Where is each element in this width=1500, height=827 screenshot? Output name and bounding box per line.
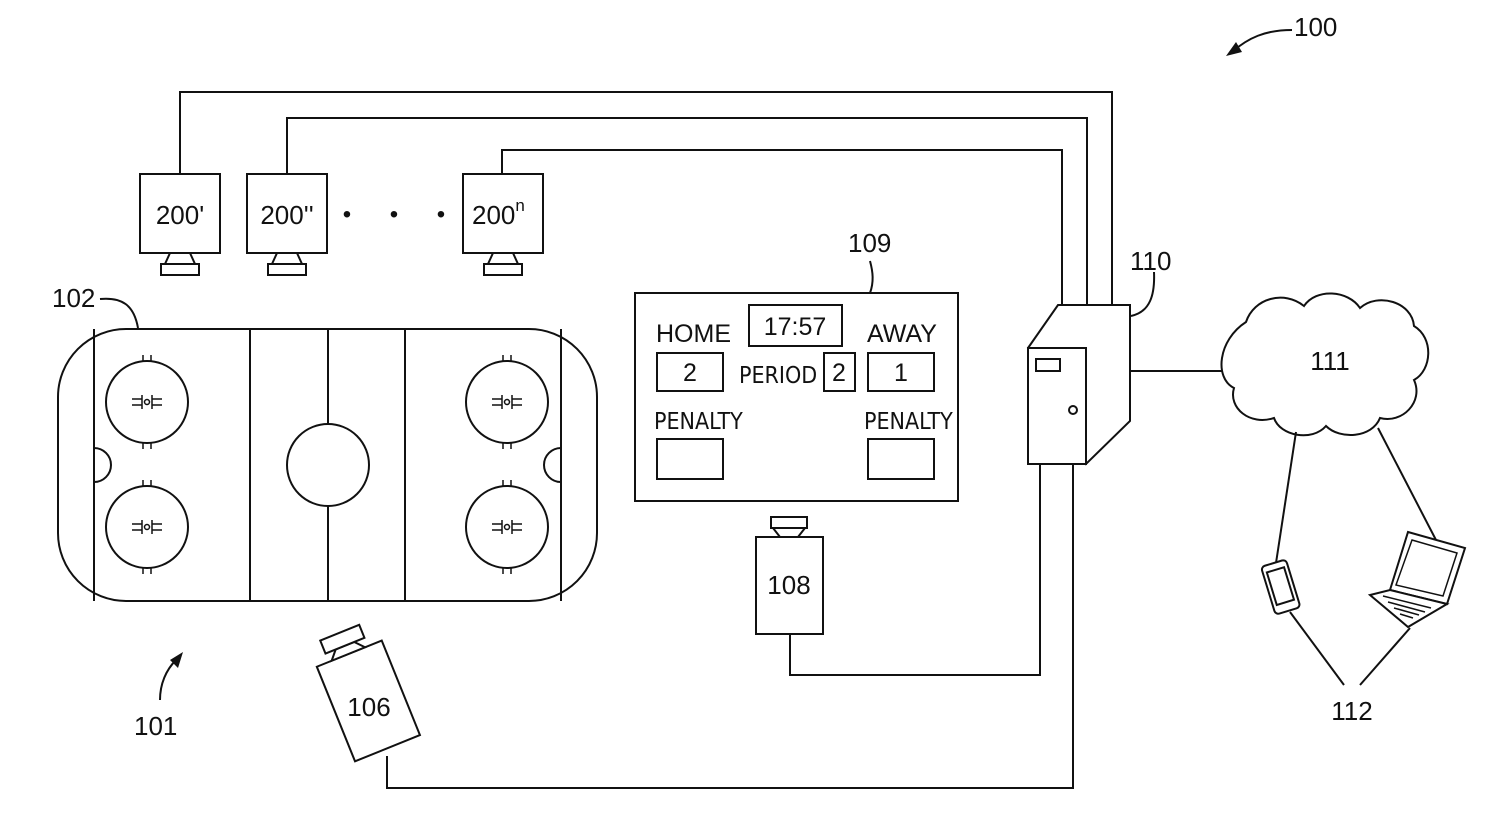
system-leader-line (1232, 30, 1292, 52)
ellipsis-dot-3: • (437, 201, 445, 228)
game-clock: 17:57 (764, 313, 827, 341)
home-score: 2 (683, 359, 697, 387)
venue-leader-line (160, 660, 176, 700)
home-penalty-label: PENALTY (654, 409, 743, 435)
network-label: 111 (1310, 346, 1350, 376)
sensor-n-neck (488, 253, 518, 264)
user-devices-reference: 112 (1290, 612, 1410, 726)
wire-network-laptop (1378, 428, 1436, 540)
center-faceoff-circle (287, 424, 369, 506)
scoreboard-reference: 109 (848, 228, 891, 293)
ellipsis-dot-2: • (390, 201, 398, 228)
server-power-button (1069, 406, 1077, 414)
ellipsis-dot-1: • (343, 201, 351, 228)
rink-leader-line (100, 299, 138, 328)
away-score: 1 (894, 359, 908, 387)
scoreboard-camera-label: 108 (767, 570, 810, 600)
sensor-2-lens (268, 264, 306, 275)
home-label: HOME (656, 320, 731, 348)
scoreboard-camera: 108 (756, 517, 823, 634)
sensor-n: 200n (463, 174, 543, 275)
sensor-1-label: 200' (156, 200, 204, 230)
sensor-2-label: 200'' (260, 200, 313, 230)
sensor-n-lens (484, 264, 522, 275)
server-label: 110 (1130, 246, 1171, 276)
scoreboard-camera-neck (773, 528, 805, 537)
away-penalty-box (868, 439, 934, 479)
away-label: AWAY (867, 320, 937, 348)
venue-label: 101 (134, 711, 177, 741)
faceoff-ring (466, 361, 548, 443)
smartphone (1261, 559, 1300, 614)
user-devices-label: 112 (1331, 696, 1372, 726)
venue-reference: 101 (134, 652, 183, 741)
sensor-n-label-base: 200 (472, 200, 515, 230)
network-cloud: 111 (1222, 293, 1429, 435)
scoreboard-label: 109 (848, 228, 891, 258)
sensor-1: 200' (140, 174, 220, 275)
sensor-2-neck (272, 253, 302, 264)
server-drive-bay (1036, 359, 1060, 371)
away-penalty-label: PENALTY (864, 409, 953, 435)
system-arrowhead (1226, 42, 1242, 56)
devices-leader-laptop (1360, 628, 1410, 685)
laptop (1370, 532, 1465, 627)
period-label: PERIOD (739, 363, 817, 389)
faceoff-ring (106, 361, 188, 443)
scoreboard: 17:57 HOME AWAY 2 PERIOD 2 1 PENALTY PEN… (635, 293, 958, 501)
faceoff-ring (106, 486, 188, 568)
system-label: 100 (1294, 12, 1337, 42)
rink-reference: 102 (52, 283, 138, 328)
server-computer (1028, 305, 1130, 464)
main-camera: 106 (308, 619, 420, 761)
system-reference: 100 (1226, 12, 1337, 56)
main-camera-label: 106 (347, 692, 390, 722)
sensor-1-neck (165, 253, 195, 264)
ice-rink (58, 329, 597, 601)
wire-network-phone (1276, 432, 1296, 563)
devices-leader-phone (1290, 612, 1344, 685)
sensor-n-label-superscript: n (515, 196, 524, 215)
wire-sensor-2 (287, 118, 1087, 305)
faceoff-ring (466, 486, 548, 568)
rink-label: 102 (52, 283, 95, 313)
server-reference: 110 (1130, 246, 1171, 316)
wire-sensor-n (502, 150, 1062, 305)
sensor-1-lens (161, 264, 199, 275)
server-leader-line (1131, 272, 1154, 316)
scoreboard-leader-line (870, 261, 873, 293)
period-value: 2 (832, 359, 846, 387)
home-penalty-box (657, 439, 723, 479)
sensor-2: 200'' (247, 174, 327, 275)
scoreboard-camera-lens (771, 517, 807, 528)
sensor-ellipsis: • • • (343, 201, 445, 228)
